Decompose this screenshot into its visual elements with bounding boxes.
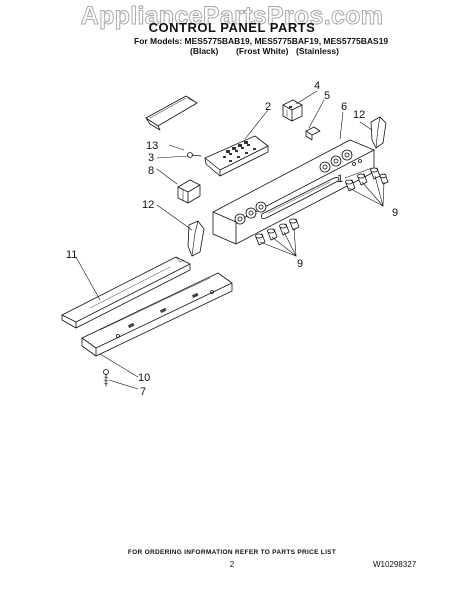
part-end-cap-right — [370, 116, 387, 149]
watermark: AppliancePartsPros.com — [80, 2, 384, 31]
callout-1: 1 — [337, 173, 343, 185]
callout-7: 7 — [140, 386, 146, 398]
callout-10: 10 — [138, 372, 150, 384]
callout-12-left: 12 — [142, 199, 154, 211]
color-label-frost-white: (Frost White) — [236, 46, 289, 56]
leader-lines — [75, 90, 385, 390]
page-title: CONTROL PANEL PARTS — [148, 20, 316, 35]
part-end-cap-left — [187, 220, 205, 257]
part-screw — [187, 152, 202, 158]
color-label-stainless: (Stainless) — [296, 46, 339, 56]
part-trim-strip — [145, 95, 198, 131]
part-knobs-left — [255, 218, 300, 246]
part-electronic-control — [204, 135, 269, 177]
callout-9-left: 9 — [297, 258, 303, 270]
ordering-info: FOR ORDERING INFORMATION REFER TO PARTS … — [127, 549, 337, 556]
callout-4: 4 — [314, 80, 320, 92]
page-number: 2 — [229, 560, 235, 569]
callout-5: 5 — [324, 90, 330, 102]
part-bottom-screw — [103, 369, 109, 387]
callout-13: 13 — [146, 140, 158, 152]
part-lower-channel — [61, 256, 191, 329]
callout-8: 8 — [148, 165, 154, 177]
callout-11: 11 — [66, 249, 77, 261]
part-control-panel — [212, 139, 375, 245]
callout-3: 3 — [148, 152, 154, 164]
color-label-black: (Black) — [190, 46, 219, 56]
part-switch — [177, 179, 201, 204]
callout-12-right: 12 — [353, 109, 365, 121]
models-line: For Models: MES5775BAB19, MES5775BAF19, … — [134, 36, 389, 46]
part-knobs-right — [345, 167, 389, 192]
callout-6: 6 — [341, 101, 347, 113]
callout-9-right: 9 — [392, 207, 398, 219]
part-support-tray — [81, 272, 233, 357]
document-number: W10298327 — [373, 560, 417, 569]
callout-2: 2 — [265, 101, 271, 113]
part-clip — [305, 126, 321, 141]
part-relay — [282, 99, 303, 122]
